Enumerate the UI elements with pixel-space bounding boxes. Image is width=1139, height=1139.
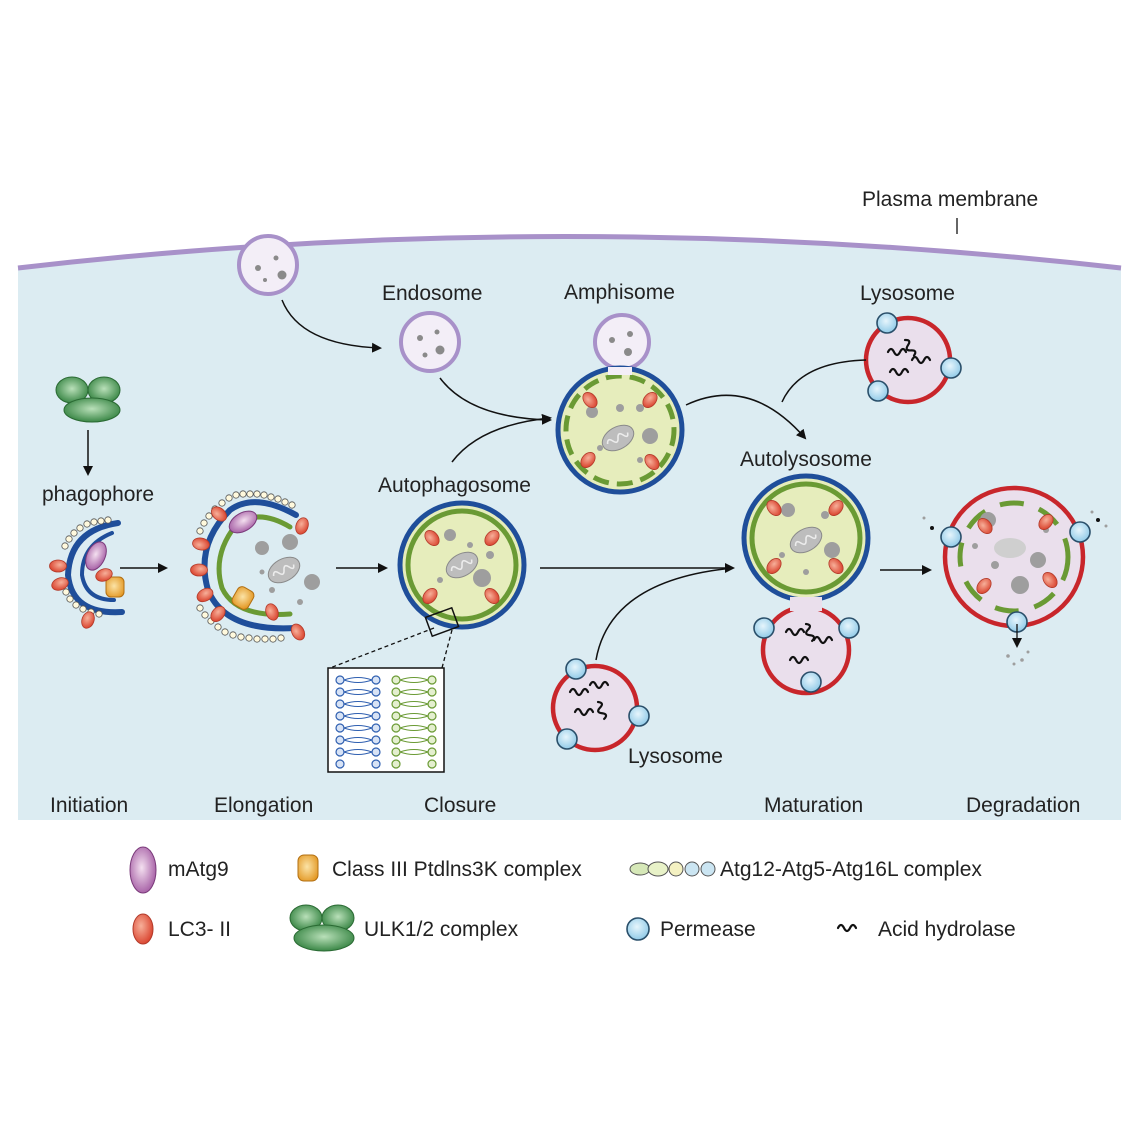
legend-lc3-label: LC3- II: [168, 918, 231, 941]
arrow-amphisome-to-autolysosome: [685, 394, 807, 440]
endosome-label: Endosome: [382, 282, 482, 305]
stage-elongation: Elongation: [214, 794, 313, 817]
cytoplasm-background: [18, 236, 1121, 820]
ptdins3k-icon: [297, 854, 319, 882]
ulk-complex-initiation: [55, 376, 121, 423]
legend: mAtg9 Class III Ptdlns3K complex Atg12-A…: [129, 846, 1016, 952]
lc3-icon: [132, 913, 154, 945]
autophagosome-label: Autophagosome: [378, 474, 531, 497]
autolysosome: [741, 473, 871, 696]
arrow-autophagosome-to-amphisome: [451, 413, 552, 463]
plasma-membrane-label: Plasma membrane: [862, 188, 1038, 211]
endocytic-vesicle: [237, 234, 299, 296]
degrading-autolysosome: [922, 485, 1108, 666]
autophagosome: [397, 500, 527, 638]
arrow-vesicle-to-endosome: [281, 299, 382, 353]
endosome: [399, 311, 461, 373]
stage-closure: Closure: [424, 794, 496, 817]
legend-ulk-label: ULK1/2 complex: [364, 918, 519, 941]
plasma-membrane: [17, 234, 1122, 271]
legend-ptdins3k-label: Class III Ptdlns3K complex: [332, 858, 582, 881]
amphisome: [555, 313, 685, 495]
lysosome-bottom: [550, 658, 650, 753]
legend-hydrolase-label: Acid hydrolase: [878, 918, 1016, 941]
legend-permease-label: Permease: [660, 918, 756, 941]
zoom-line-left: [329, 627, 435, 669]
lysosome-top-label: Lysosome: [860, 282, 955, 305]
stage-initiation: Initiation: [50, 794, 128, 817]
stage-maturation: Maturation: [764, 794, 863, 817]
permease-icon: [626, 917, 650, 941]
autolysosome-label: Autolysosome: [740, 448, 872, 471]
phagophore: [49, 516, 125, 631]
legend-atg12-label: Atg12-Atg5-Atg16L complex: [720, 858, 982, 881]
amphisome-label: Amphisome: [564, 281, 675, 304]
ulk-complex-icon: [289, 904, 355, 952]
stage-degradation: Degradation: [966, 794, 1080, 817]
lysosome-bottom-label: Lysosome: [628, 745, 723, 768]
membrane-bilayer-inset: [327, 667, 445, 773]
matg9-icon: [129, 846, 157, 894]
arrow-lysosome-top-to-autolysosome: [781, 359, 867, 403]
arrow-lysosome-bottom-to-autolysosome: [595, 567, 734, 661]
elongating-phagophore: [190, 490, 320, 643]
phagophore-label: phagophore: [42, 483, 154, 506]
arrow-endosome-to-amphisome: [439, 377, 552, 425]
legend-matg9-label: mAtg9: [168, 858, 229, 881]
atg12-complex-icon: [629, 861, 716, 877]
acid-hydrolase-icon: [836, 923, 858, 933]
